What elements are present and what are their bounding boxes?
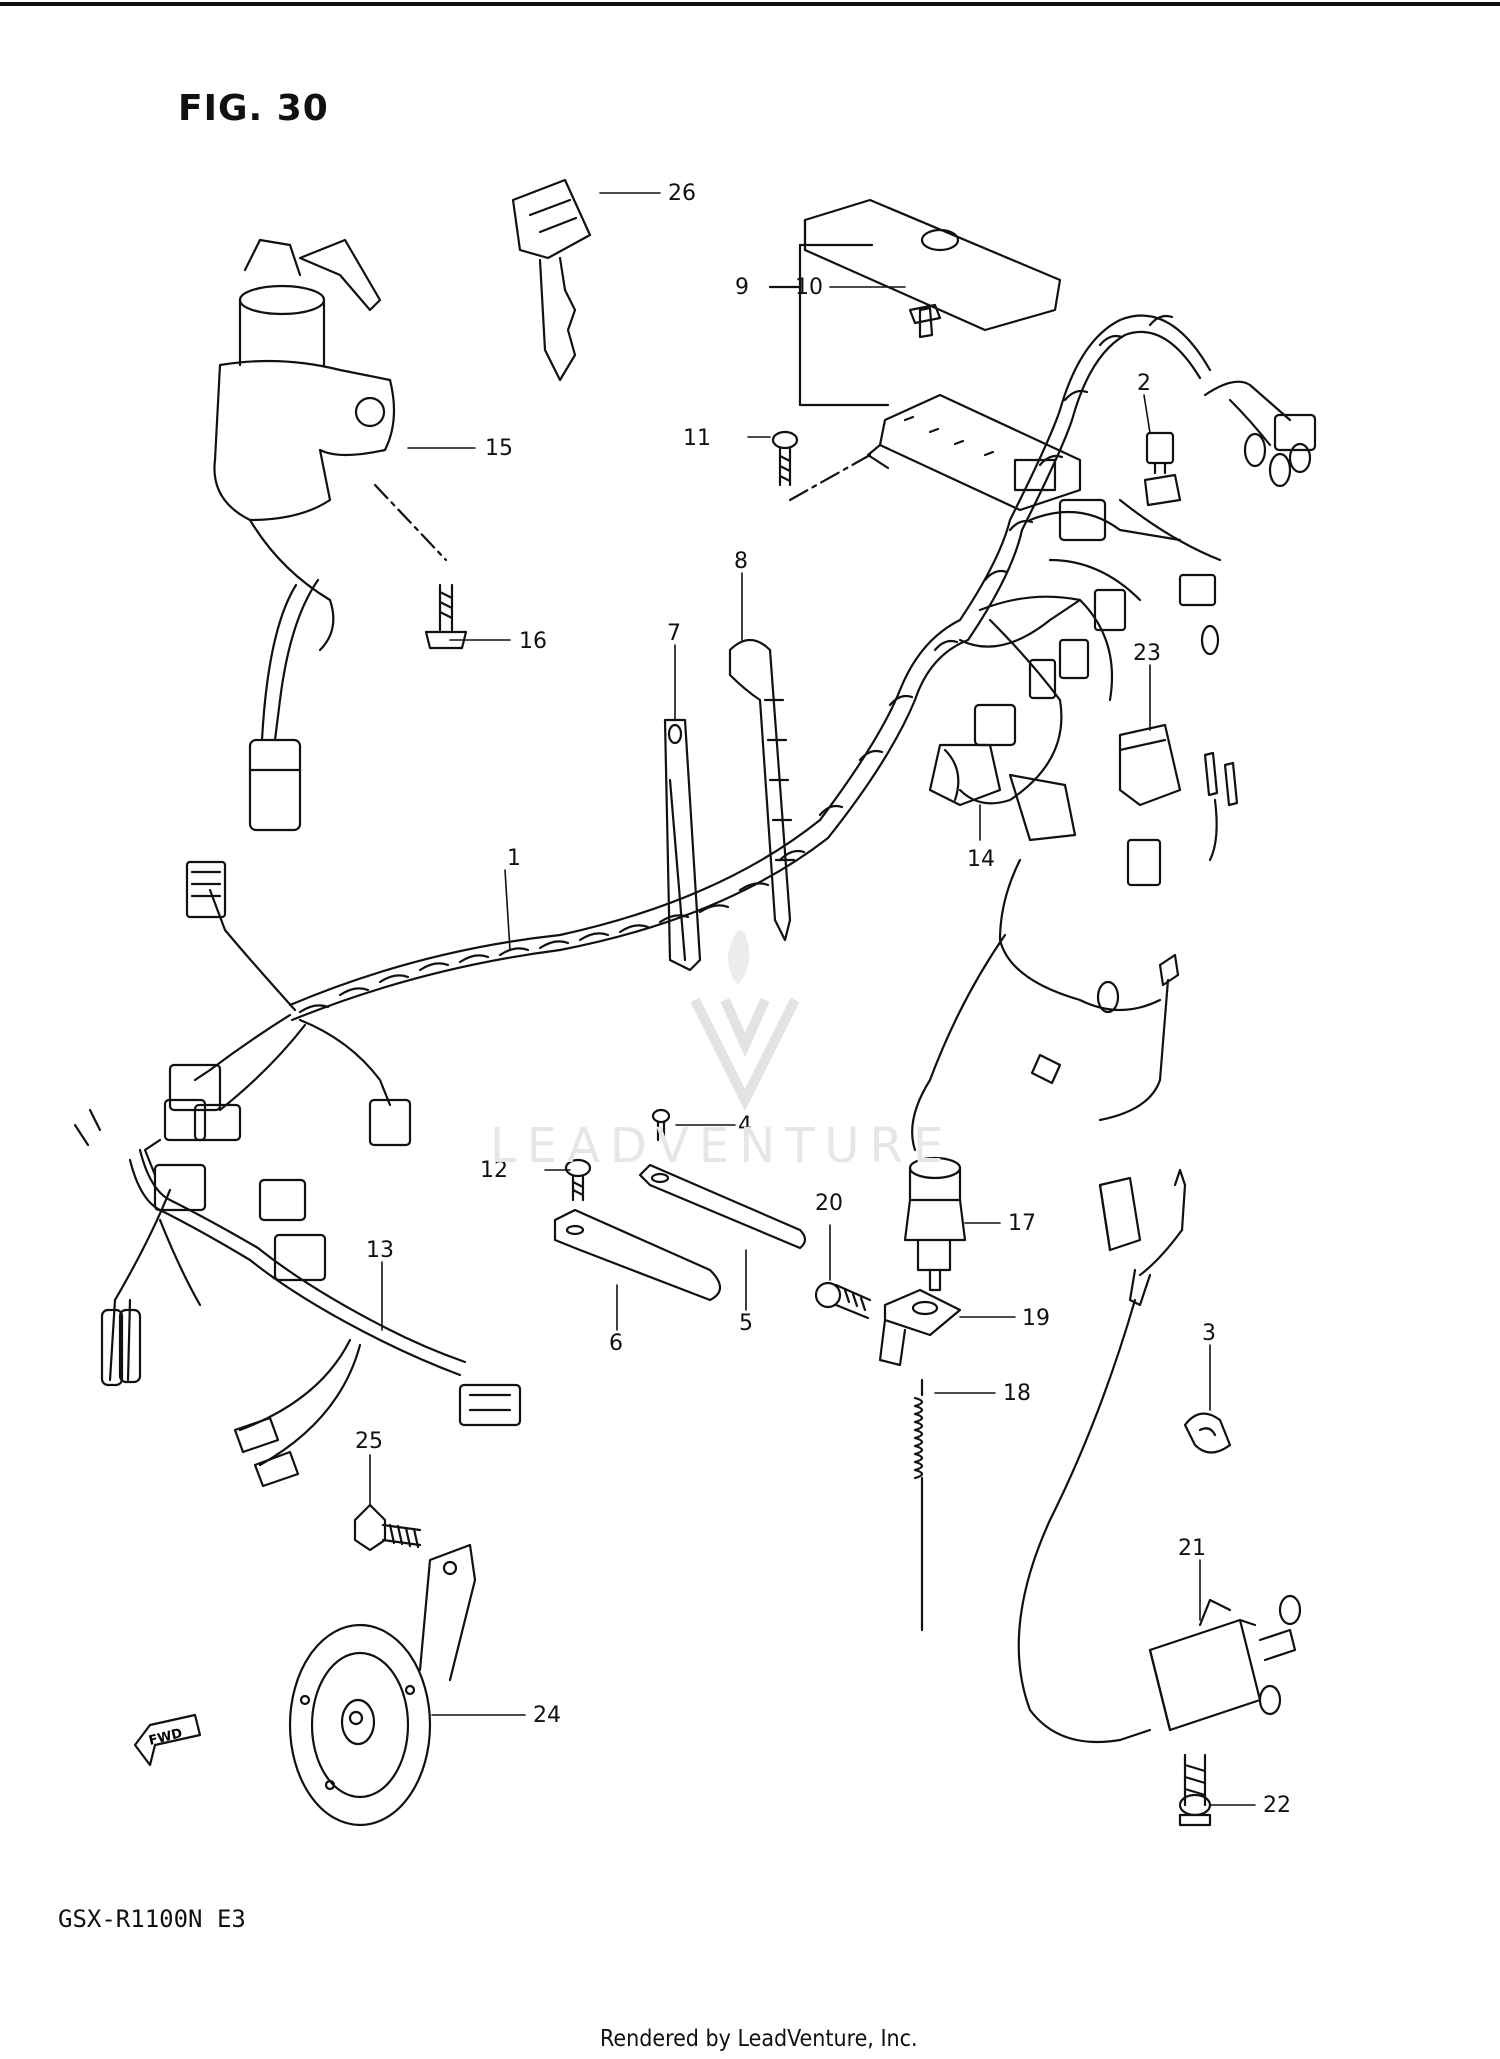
harness-left-connectors: [163, 860, 412, 1147]
fuse-box-part-9: [803, 198, 1082, 512]
clamp-part-5: [638, 1163, 807, 1250]
callout-labels: 1 2 3 4 5 6 7 8 9 10 11 12 13 14 15 16 1…: [355, 181, 1291, 1818]
leader-lines: [369, 192, 1256, 1806]
spring-part-18: [913, 1378, 924, 1632]
ignition-switch-part-15: [213, 238, 396, 832]
band-part-7: [663, 718, 702, 972]
screw-part-20: [814, 1281, 872, 1320]
figure-title: FIG. 30: [178, 88, 329, 129]
fwd-arrow-icon: [133, 1713, 202, 1767]
switch-part-17: [903, 1156, 967, 1292]
ground-lead: [1030, 953, 1180, 1122]
screw-part-12: [564, 1158, 592, 1202]
callout-13: 13: [366, 1238, 394, 1263]
callout-2: 2: [1137, 371, 1151, 396]
connector-part-14: [943, 748, 960, 802]
callout-22: 22: [1263, 1793, 1291, 1818]
callout-18: 18: [1003, 1381, 1031, 1406]
callout-26: 26: [668, 181, 696, 206]
bolt-part-22: [1178, 1753, 1212, 1827]
bracket-part-19: [878, 1288, 962, 1367]
callout-14: 14: [967, 847, 995, 872]
watermark: LEADVENTURE: [490, 1118, 954, 1174]
cable-tie-part-8: [728, 638, 796, 942]
callout-23: 23: [1133, 641, 1161, 666]
sensor-part-21: [1017, 1168, 1302, 1744]
callout-20: 20: [815, 1191, 843, 1216]
fwd-label: FWD: [147, 1726, 184, 1749]
main-wiring-harness-part-1: [193, 314, 1222, 1152]
callout-10: 10: [795, 275, 823, 300]
clamp-part-6: [553, 1208, 722, 1302]
horn-part-24: [288, 1543, 477, 1827]
callout-16: 16: [519, 629, 547, 654]
callout-9: 9: [735, 275, 749, 300]
callout-12: 12: [480, 1158, 508, 1183]
callout-1: 1: [507, 846, 521, 871]
footer-credit: Rendered by LeadVenture, Inc.: [600, 2026, 918, 2052]
callout-5: 5: [739, 1311, 753, 1336]
callout-11: 11: [683, 426, 711, 451]
fuse-part-10: [908, 303, 942, 325]
screw-part-11: [771, 430, 872, 502]
sub-harness-part-13: [73, 1108, 522, 1488]
model-label: GSX-R1100N E3: [58, 1905, 246, 1933]
watermark-logo: [690, 930, 800, 1112]
screw-part-4: [651, 1108, 671, 1142]
callout-4: 4: [738, 1113, 752, 1138]
screw-part-16: [373, 483, 468, 650]
callout-15: 15: [485, 436, 513, 461]
callout-8: 8: [734, 549, 748, 574]
connector-part-2: [1143, 380, 1317, 507]
callout-21: 21: [1178, 1536, 1206, 1561]
relay-part-23: [1118, 723, 1239, 887]
key-part-26: [511, 178, 592, 382]
callout-19: 19: [1022, 1306, 1050, 1331]
clip-part-3: [1183, 1412, 1232, 1454]
callout-25: 25: [355, 1429, 383, 1454]
harness-right-connectors: [928, 498, 1220, 842]
bolt-part-25: [353, 1503, 422, 1552]
callout-17: 17: [1008, 1211, 1036, 1236]
callout-3: 3: [1202, 1321, 1216, 1346]
callout-24: 24: [533, 1703, 561, 1728]
callout-6: 6: [609, 1331, 623, 1356]
callout-7: 7: [667, 621, 681, 646]
